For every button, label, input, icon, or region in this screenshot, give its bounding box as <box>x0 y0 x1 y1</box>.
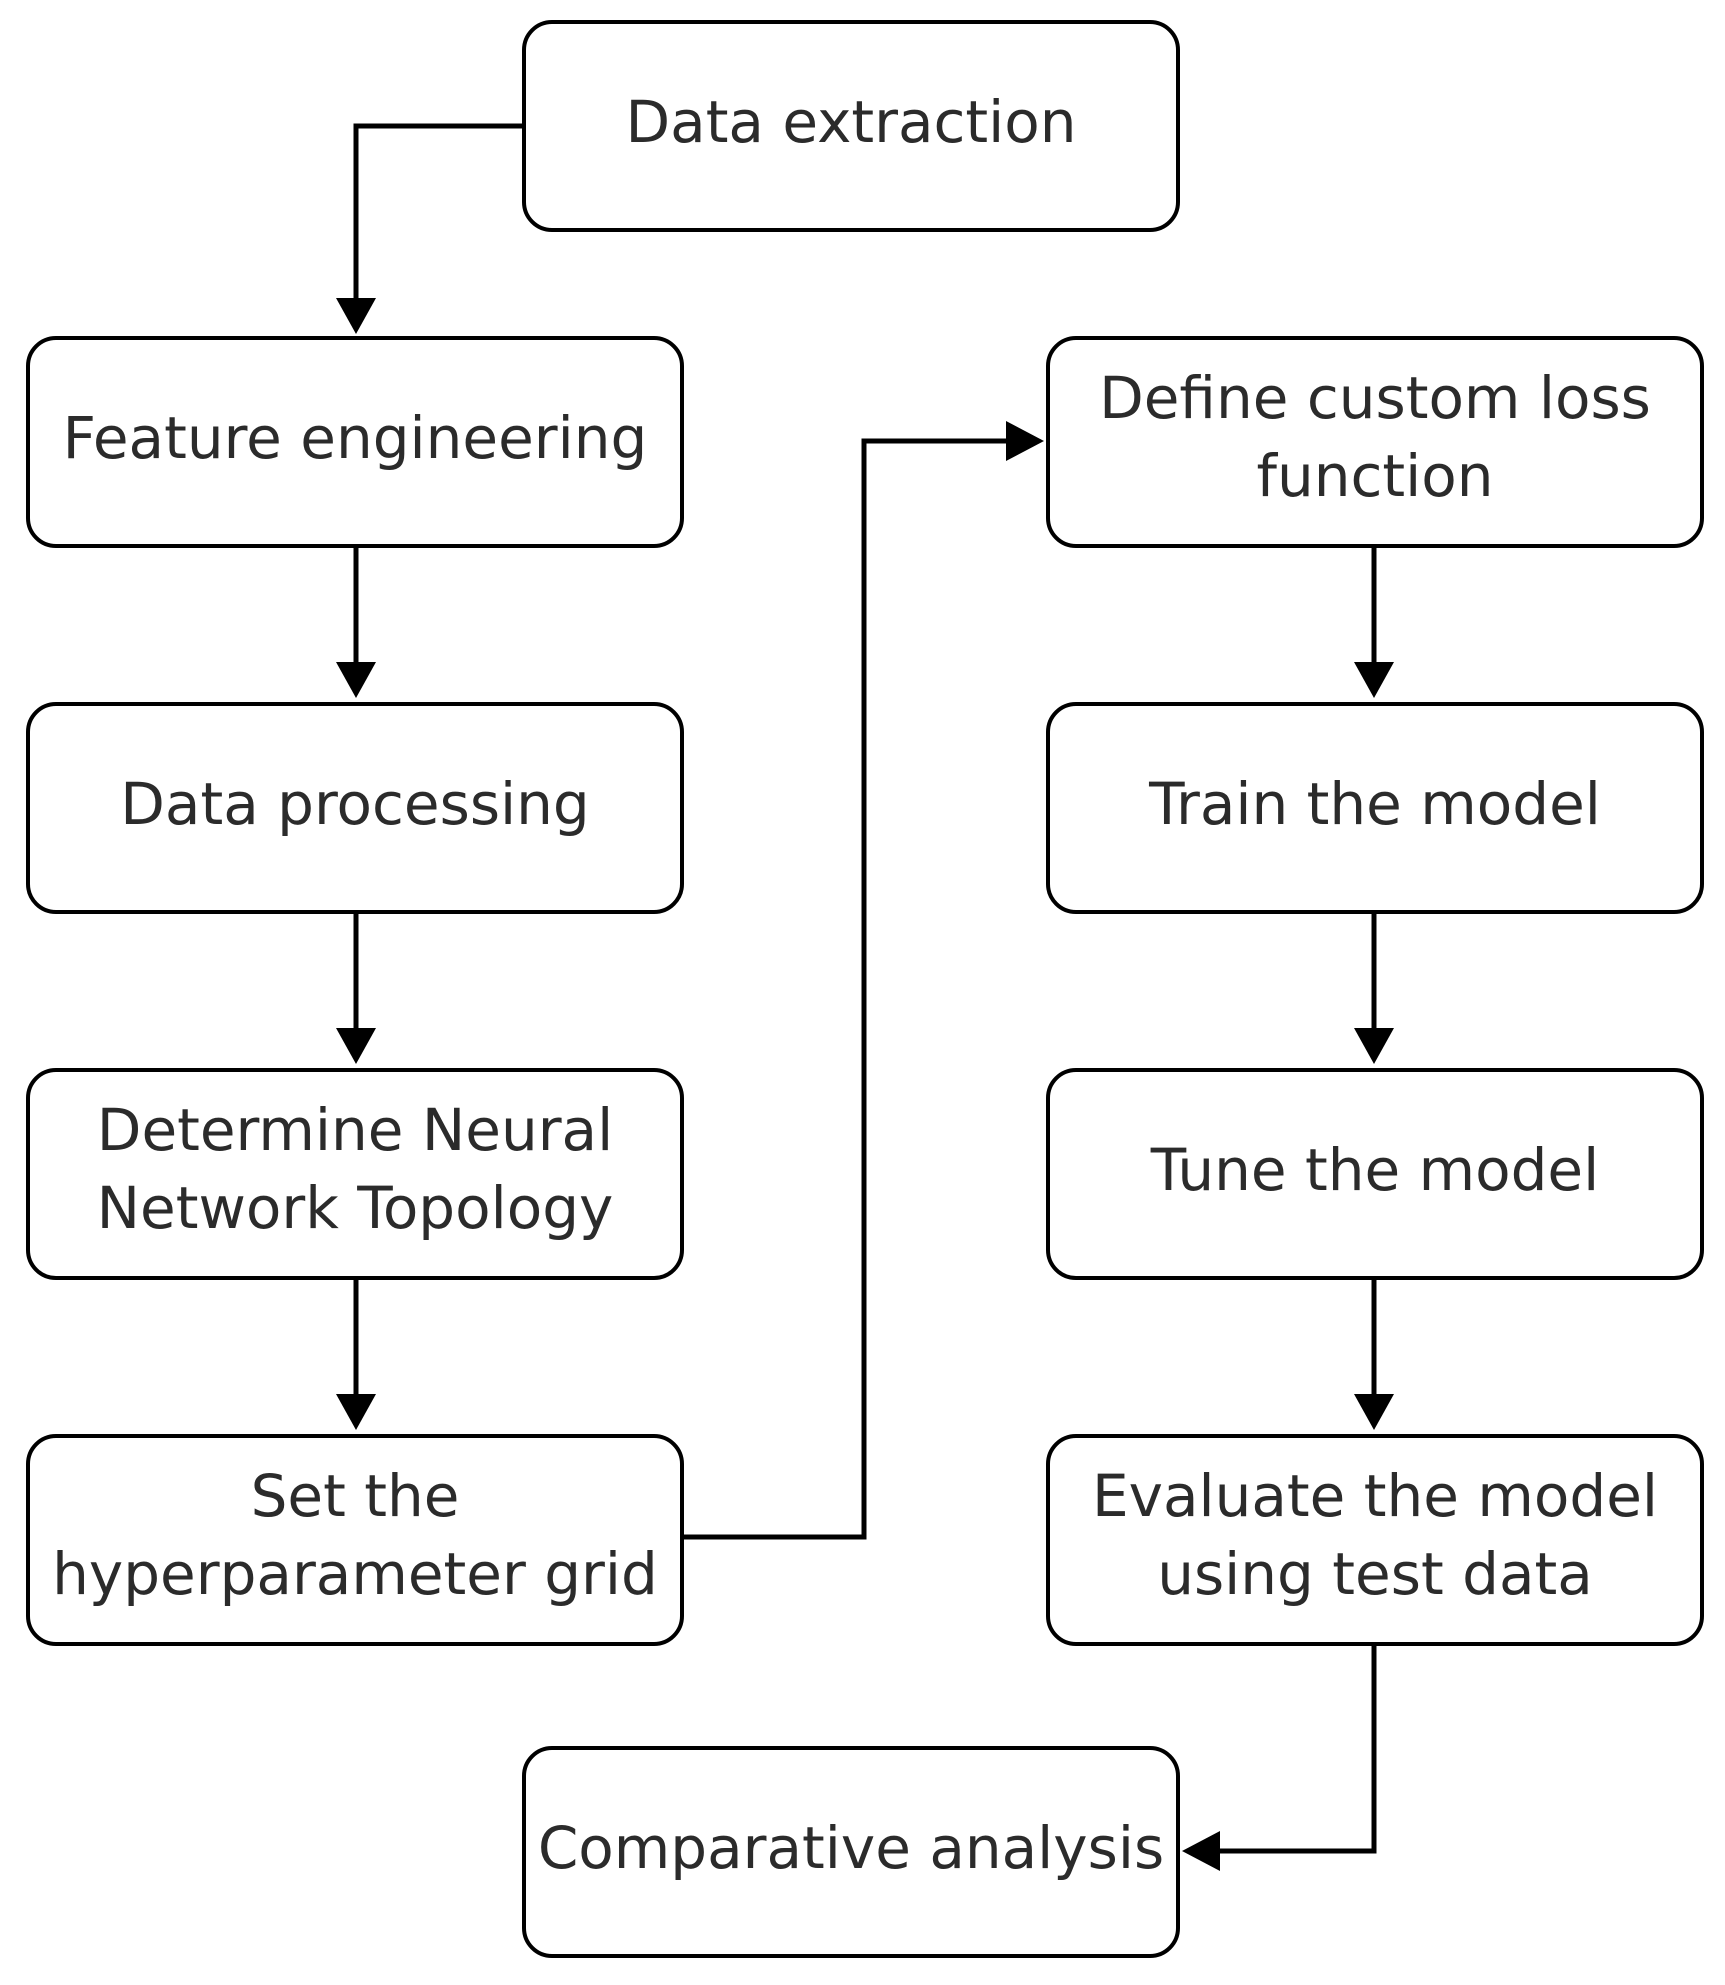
node-hyperparameter-grid: Set the hyperparameter grid <box>26 1434 684 1646</box>
node-label-data-extraction: Data extraction <box>625 88 1076 156</box>
node-comparative-analysis: Comparative analysis <box>522 1746 1180 1958</box>
node-label-hyperparameter-grid-line1: Set the <box>251 1462 460 1530</box>
edge-data-processing-to-determine-topology <box>336 912 376 1064</box>
node-label-custom-loss-line2: function <box>1257 442 1494 510</box>
node-evaluate-model: Evaluate the model using test data <box>1046 1434 1704 1646</box>
node-label-evaluate-model-line2: using test data <box>1157 1540 1593 1608</box>
edge-data-extraction-to-feature-engineering <box>336 123 524 334</box>
node-label-hyperparameter-grid-line2: hyperparameter grid <box>52 1540 658 1608</box>
node-label-tune-model: Tune the model <box>1150 1136 1599 1204</box>
node-feature-engineering: Feature engineering <box>26 336 684 548</box>
edge-custom-loss-to-train-model <box>1354 546 1394 698</box>
node-label-determine-topology-line2: Network Topology <box>97 1174 614 1242</box>
edge-determine-topology-to-hyperparameter-grid <box>336 1278 376 1430</box>
node-label-evaluate-model-line1: Evaluate the model <box>1092 1462 1658 1530</box>
node-train-model: Train the model <box>1046 702 1704 914</box>
node-label-custom-loss-line1: Define custom loss <box>1099 364 1651 432</box>
node-label-comparative-analysis: Comparative analysis <box>538 1814 1164 1882</box>
node-tune-model: Tune the model <box>1046 1068 1704 1280</box>
node-determine-topology: Determine Neural Network Topology <box>26 1068 684 1280</box>
edge-evaluate-model-to-comparative-analysis <box>1182 1644 1377 1871</box>
edge-feature-engineering-to-data-processing <box>336 546 376 698</box>
node-data-extraction: Data extraction <box>522 20 1180 232</box>
node-data-processing: Data processing <box>26 702 684 914</box>
node-label-determine-topology-line1: Determine Neural <box>97 1096 613 1164</box>
node-custom-loss: Define custom loss function <box>1046 336 1704 548</box>
edge-hyperparameter-grid-to-custom-loss <box>684 421 1044 1540</box>
edge-train-model-to-tune-model <box>1354 912 1394 1064</box>
edge-tune-model-to-evaluate-model <box>1354 1278 1394 1430</box>
connectors <box>336 123 1394 1871</box>
node-label-feature-engineering: Feature engineering <box>63 404 648 472</box>
node-label-train-model: Train the model <box>1148 770 1601 838</box>
node-label-data-processing: Data processing <box>120 770 590 838</box>
